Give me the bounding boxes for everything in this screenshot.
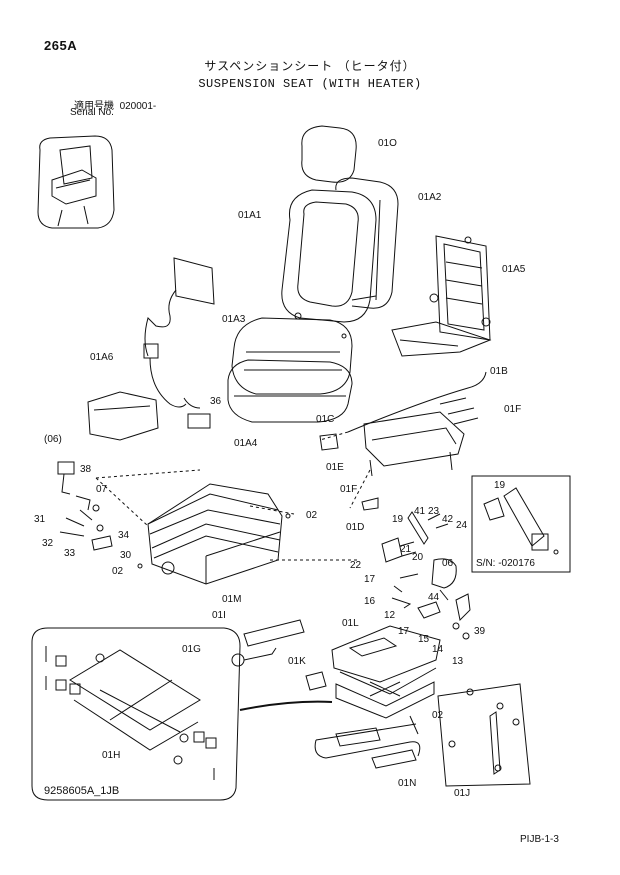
backrest-frame-01A5 — [391, 235, 492, 357]
callout-02-left: 02 — [112, 566, 124, 577]
callout-06-paren: (06) — [44, 434, 62, 445]
callout-42: 42 — [442, 514, 454, 525]
callout-21: 21 — [400, 544, 412, 555]
callout-44: 44 — [428, 592, 440, 603]
serial-label-english: Serial No. — [70, 107, 114, 118]
callout-01K: 01K — [288, 656, 306, 667]
callout-01E: 01E — [326, 462, 344, 473]
sheet-code: PIJB-1-3 — [520, 834, 559, 845]
backrest-cover-01A2 — [335, 177, 399, 309]
shock-absorber-inset-01J — [437, 683, 531, 787]
callout-01L: 01L — [342, 618, 359, 629]
heater-pad-01A6 — [87, 257, 215, 441]
serial-value: 020001- — [119, 101, 157, 112]
callout-38: 38 — [80, 464, 92, 475]
callout-36: 36 — [210, 396, 222, 407]
seat-belt-inset — [471, 475, 571, 573]
callout-01G: 01G — [182, 644, 201, 655]
callout-24: 24 — [456, 520, 468, 531]
callout-23: 23 — [428, 506, 440, 517]
backrest-cushion-01A1 — [281, 189, 377, 323]
callout-02-bottom: 02 — [432, 710, 444, 721]
callout-01M: 01M — [222, 594, 241, 605]
callout-02-right: 02 — [306, 510, 318, 521]
footrest-01N — [314, 715, 421, 769]
callout-14: 14 — [432, 644, 444, 655]
drawing-number: 9258605A_1JB — [44, 785, 120, 797]
inset-connector-line — [239, 700, 333, 711]
callout-22: 22 — [350, 560, 362, 571]
control-levers — [361, 497, 471, 640]
title-english: SUSPENSION SEAT (WITH HEATER) — [198, 77, 422, 91]
inset-serial-note: S/N: -020176 — [476, 558, 535, 569]
callout-39: 39 — [474, 626, 486, 637]
seat-cushion-01A3 — [231, 312, 353, 395]
callout-01J: 01J — [454, 788, 470, 799]
title-japanese: サスペンションシート （ヒータ付） — [204, 59, 416, 73]
callout-31: 31 — [34, 514, 46, 525]
callout-01A2: 01A2 — [418, 192, 442, 203]
callout-01I: 01I — [212, 610, 226, 621]
callout-01N: 01N — [398, 778, 416, 789]
leader-lines — [95, 431, 371, 561]
callout-01H: 01H — [102, 750, 120, 761]
callout-34: 34 — [118, 530, 130, 541]
machine-thumbnail — [37, 135, 115, 229]
suspension-mechanism-01L — [331, 625, 441, 719]
callout-41: 41 — [414, 506, 426, 517]
callout-01C: 01C — [316, 414, 334, 425]
callout-19: 19 — [392, 514, 404, 525]
callout-01A4: 01A4 — [234, 438, 258, 449]
callout-20: 20 — [412, 552, 424, 563]
callout-01B: 01B — [490, 366, 508, 377]
callout-01A1: 01A1 — [238, 210, 262, 221]
callout-01A5: 01A5 — [502, 264, 526, 275]
callout-16: 16 — [364, 596, 376, 607]
callout-labels: 01O 01A2 01A1 01A5 01A3 01A6 36 01A4 01B… — [34, 138, 535, 799]
callout-01A3: 01A3 — [222, 314, 246, 325]
seat-base-01A4 — [227, 359, 353, 423]
callout-01F: 01F — [504, 404, 521, 415]
callout-06: 06 — [442, 558, 454, 569]
page-code: 265A — [44, 38, 78, 53]
valve-kit-01I — [231, 619, 327, 691]
callout-19-inset: 19 — [494, 480, 506, 491]
callout-01D: 01D — [346, 522, 364, 533]
slide-rail-assembly — [319, 371, 487, 477]
callout-01A6: 01A6 — [90, 352, 114, 363]
callout-33: 33 — [64, 548, 76, 559]
callout-30: 30 — [120, 550, 132, 561]
callout-13: 13 — [452, 656, 464, 667]
seat-belt-hardware — [57, 461, 291, 569]
headrest-01O — [301, 125, 357, 183]
callout-17-lower: 17 — [398, 626, 410, 637]
callout-01O: 01O — [378, 138, 397, 149]
callout-32: 32 — [42, 538, 54, 549]
scissor-linkage-inset — [31, 627, 241, 801]
serial-label-japanese: 適用号機 020001- — [74, 101, 157, 112]
suspension-body-01M — [147, 483, 283, 585]
callout-01F-lower: 01F — [340, 484, 357, 495]
callout-12: 12 — [384, 610, 396, 621]
callout-07: 07 — [96, 484, 108, 495]
callout-17: 17 — [364, 574, 376, 585]
callout-15: 15 — [418, 634, 430, 645]
